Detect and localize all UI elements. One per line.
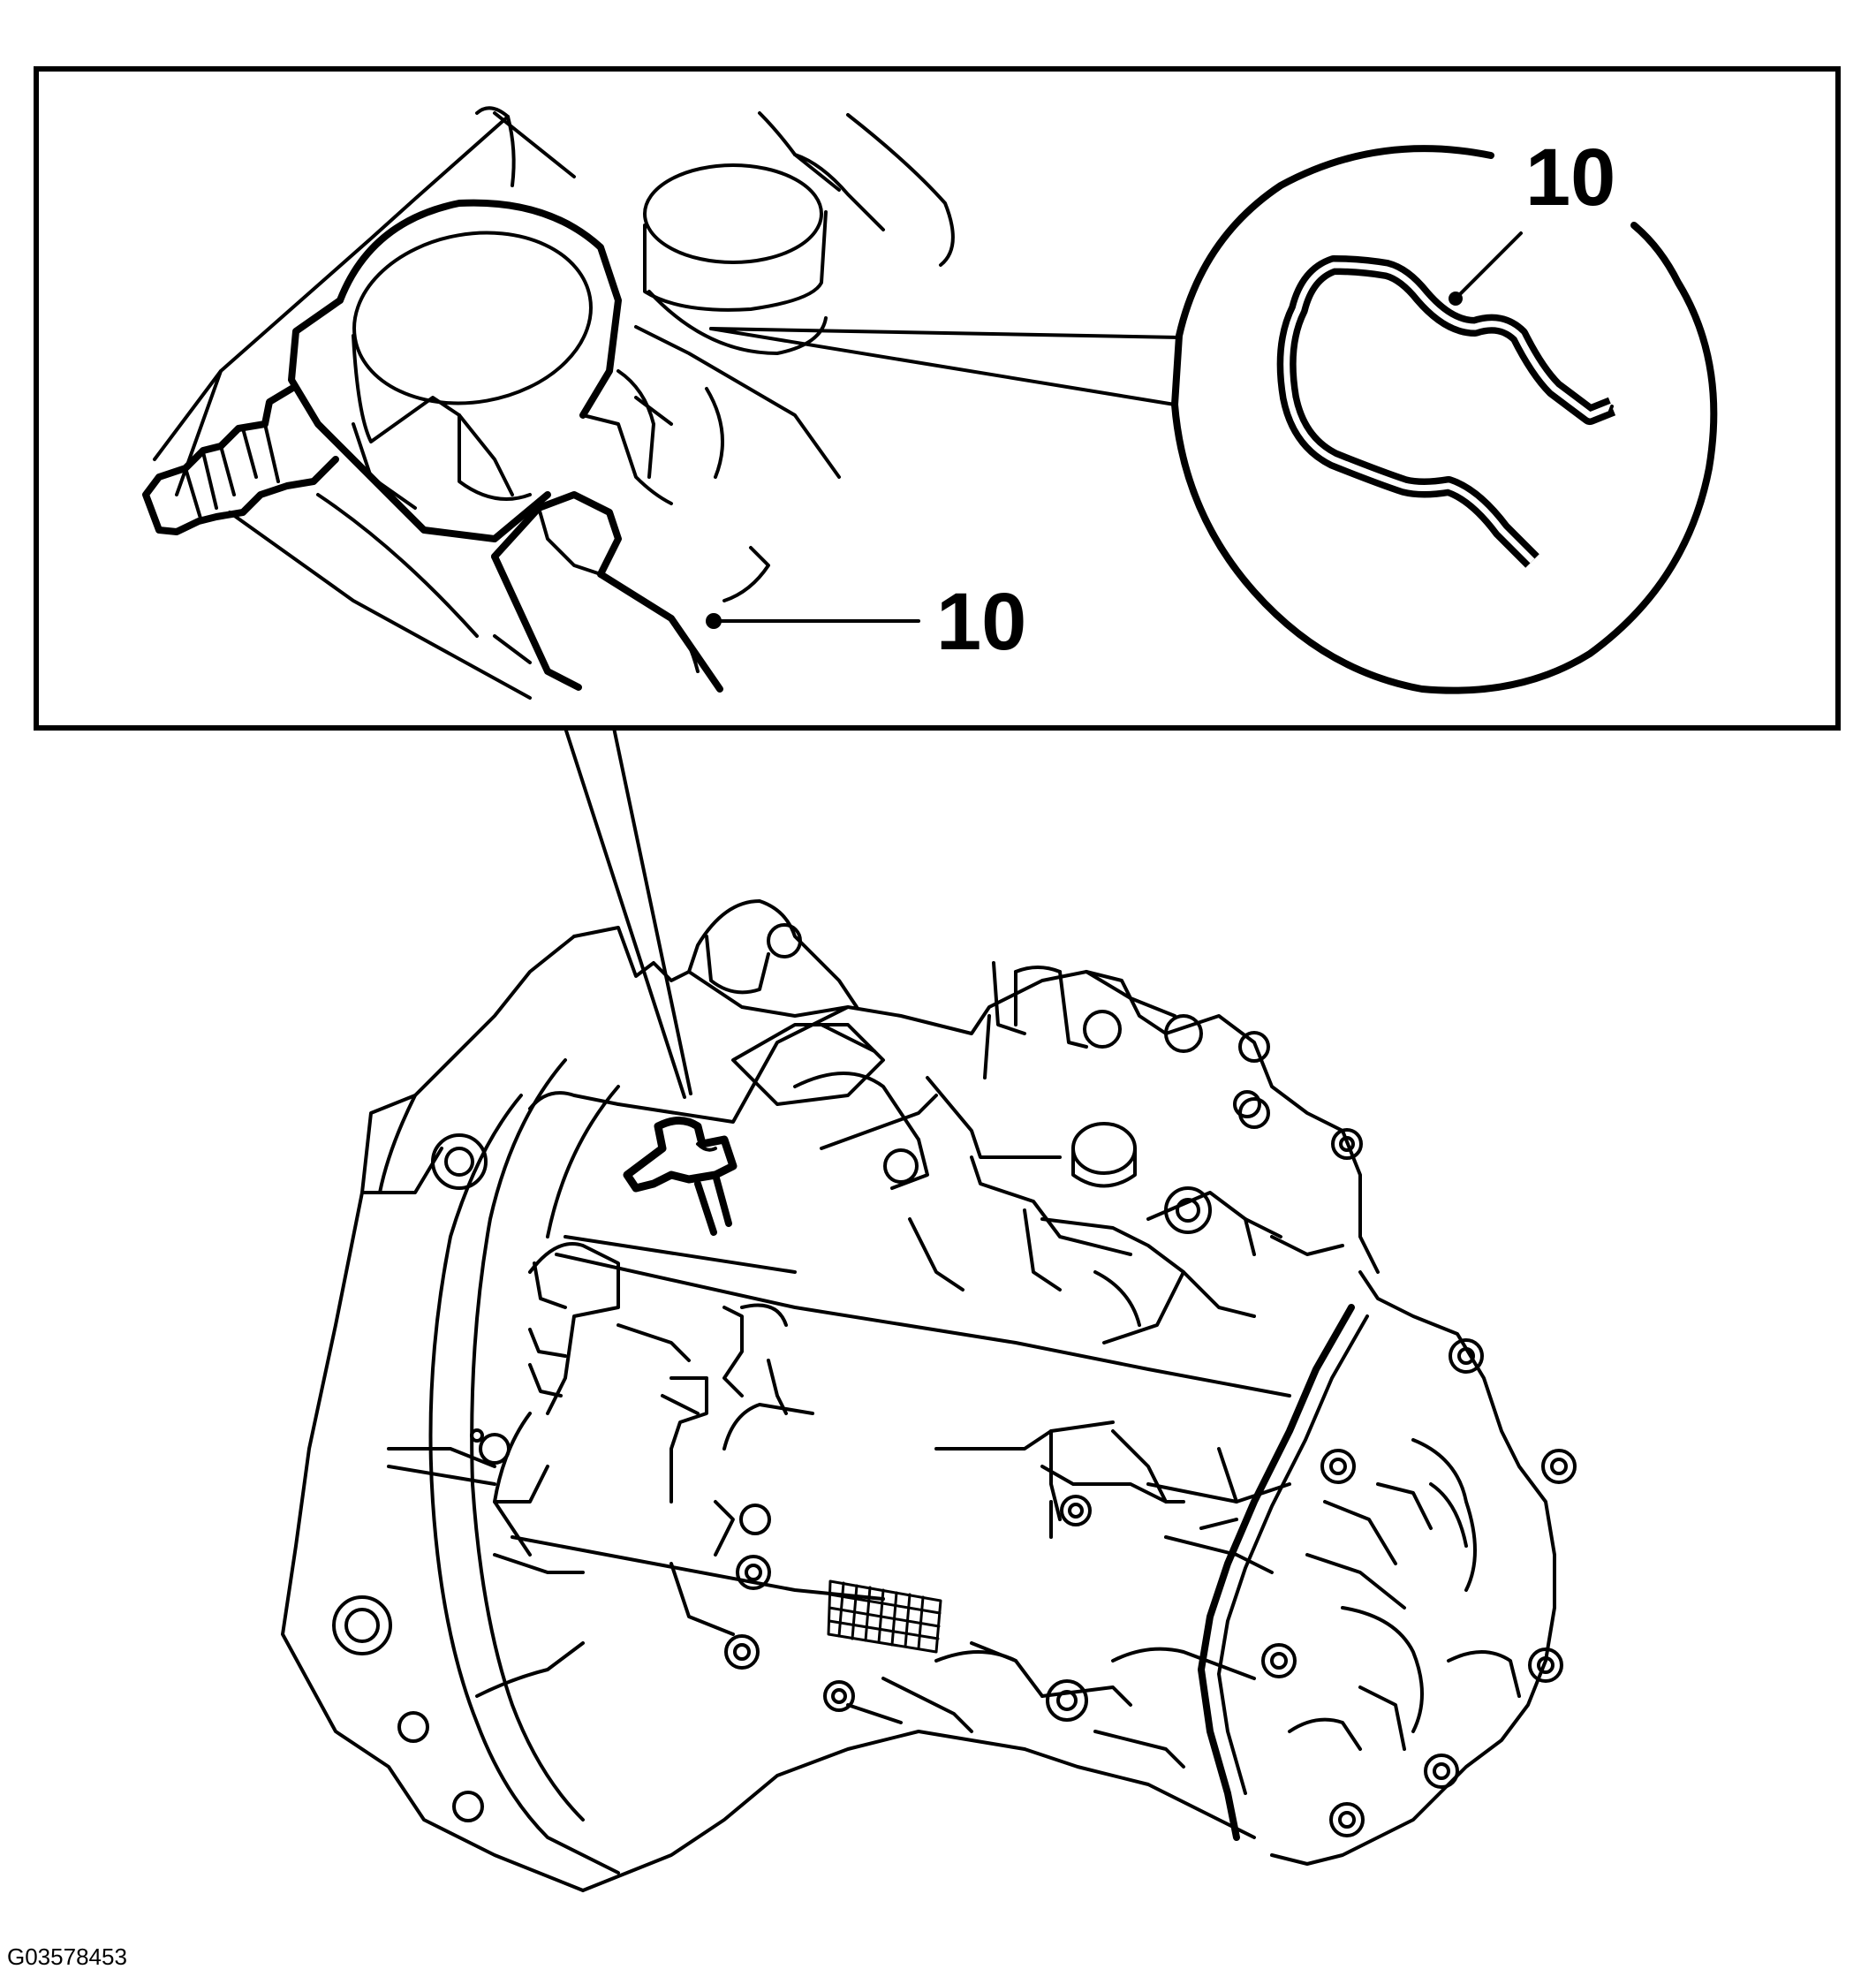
inset-clip-detail [1171,145,1718,694]
detail-view-component [142,106,1181,700]
image-reference-code: G03578453 [7,1943,127,1970]
detail-view-frame [34,66,1841,731]
callout-hose-label: 10 [936,577,1026,667]
callout-hose: 10 [706,577,1026,667]
detail-pointer [564,726,692,1099]
image-code-text: G03578453 [7,1943,127,1970]
callout-inset-label: 10 [1525,133,1615,223]
id-plate-grid [827,1579,942,1654]
transaxle-assembly [281,899,1577,1892]
callout-inset: 10 [1449,133,1615,306]
